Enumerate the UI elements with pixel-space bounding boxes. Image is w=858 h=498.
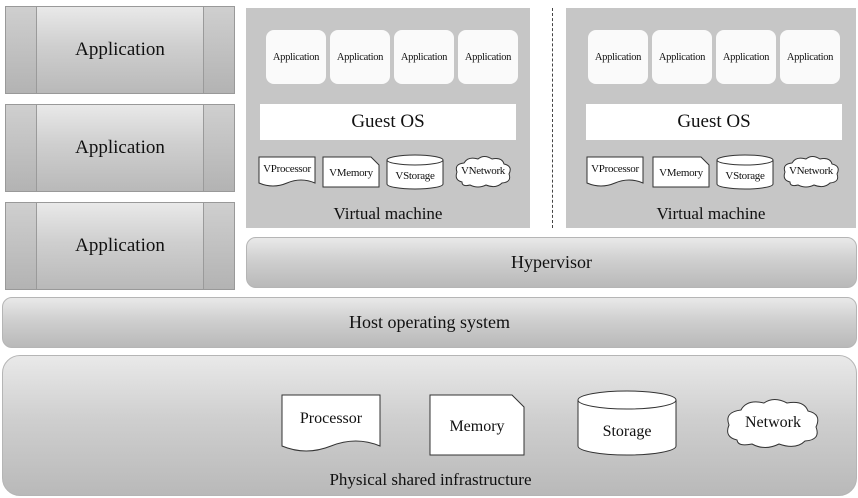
host-application-1: Application: [5, 6, 235, 94]
host-application-label: Application: [75, 137, 165, 158]
memory-label: Memory: [449, 418, 505, 435]
vm-title: Virtual machine: [333, 204, 443, 223]
host-os-label: Host operating system: [349, 312, 510, 332]
network-device: Network: [721, 396, 825, 452]
vm-application: Application: [716, 30, 776, 84]
physical-infrastructure: Processor Memory Storage Network Physica…: [2, 355, 857, 496]
processor-device: Processor: [281, 394, 381, 458]
vmemory-label: VMemory: [659, 167, 703, 179]
vnetwork-label: VNetwork: [460, 165, 506, 177]
vmemory-label: VMemory: [329, 167, 373, 179]
storage-label: Storage: [602, 423, 652, 440]
vm-application: Application: [266, 30, 326, 84]
host-application-2: Application: [5, 104, 235, 192]
processor-label: Processor: [299, 410, 363, 427]
vm-application: Application: [652, 30, 712, 84]
host-application-label: Application: [75, 235, 165, 256]
vm-application: Application: [588, 30, 648, 84]
storage-device: Storage: [577, 390, 677, 456]
virtual-machine-2: Application Application Application Appl…: [566, 8, 856, 228]
vm-application: Application: [458, 30, 518, 84]
guest-os: Guest OS: [260, 104, 516, 140]
vstorage-label: VStorage: [725, 170, 765, 182]
vstorage-device: VStorage: [386, 154, 444, 190]
host-application-label: Application: [75, 39, 165, 60]
vnetwork-label: VNetwork: [788, 165, 834, 177]
vprocessor-device: VProcessor: [258, 156, 316, 188]
network-label: Network: [745, 414, 801, 431]
host-os-layer: Host operating system: [2, 297, 857, 348]
vm-application: Application: [394, 30, 454, 84]
host-application-3: Application: [5, 202, 235, 290]
vm-divider: [552, 8, 553, 228]
vprocessor-device: VProcessor: [586, 156, 644, 188]
virtual-machine-1: Application Application Application Appl…: [246, 8, 530, 228]
vm-application: Application: [780, 30, 840, 84]
memory-device: Memory: [429, 394, 525, 456]
vm-title: Virtual machine: [656, 204, 766, 223]
vprocessor-label: VProcessor: [263, 163, 311, 175]
vmemory-device: VMemory: [652, 156, 710, 188]
vnetwork-device: VNetwork: [780, 154, 842, 190]
vnetwork-device: VNetwork: [452, 154, 514, 190]
vstorage-label: VStorage: [395, 170, 435, 182]
vstorage-device: VStorage: [716, 154, 774, 190]
vm-application: Application: [330, 30, 390, 84]
vprocessor-label: VProcessor: [591, 163, 639, 175]
physical-infrastructure-label: Physical shared infrastructure: [329, 470, 532, 489]
hypervisor-label: Hypervisor: [511, 252, 592, 272]
guest-os: Guest OS: [586, 104, 842, 140]
vmemory-device: VMemory: [322, 156, 380, 188]
hypervisor-layer: Hypervisor: [246, 237, 857, 288]
